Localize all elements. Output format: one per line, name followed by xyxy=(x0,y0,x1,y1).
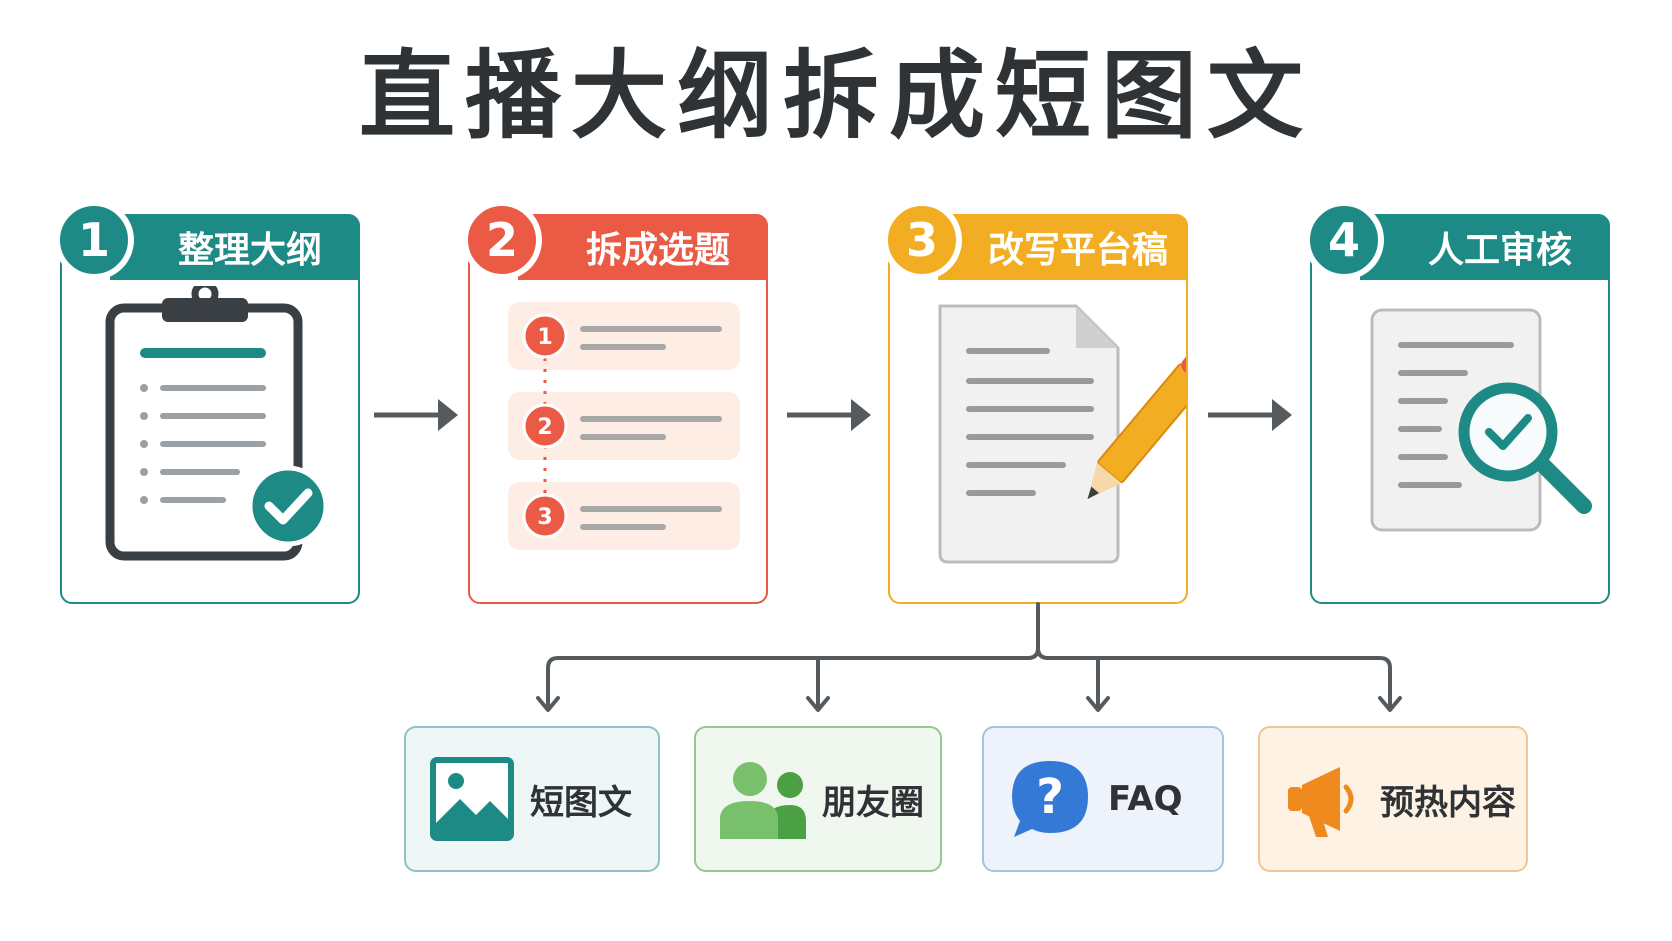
step-header-2: 拆成选题 xyxy=(518,214,768,280)
step-label-4: 人工审核 xyxy=(1427,230,1572,271)
output-label-warmup: 预热内容 xyxy=(1380,782,1516,823)
list-number-3: 3 xyxy=(537,505,552,530)
output-label-moments: 朋友圈 xyxy=(822,782,924,823)
step-number-badge-4: 4 xyxy=(1304,200,1384,280)
output-card-warmup: 预热内容 xyxy=(1258,726,1528,872)
output-label-faq: FAQ xyxy=(1108,779,1183,819)
output-label-short-post: 短图文 xyxy=(530,782,632,823)
step-number-2: 2 xyxy=(485,213,518,267)
step-label-2: 拆成选题 xyxy=(585,230,730,271)
step-card-2: 拆成选题 2 1 2 3 xyxy=(462,200,768,604)
branch-connector xyxy=(536,602,1402,712)
list-number-2: 2 xyxy=(537,415,552,440)
output-card-short-post: 短图文 xyxy=(404,726,660,872)
arrow-right-icon xyxy=(787,399,871,431)
step-number-badge-1: 1 xyxy=(54,200,134,280)
step-label-1: 整理大纲 xyxy=(177,230,322,271)
question-mark: ? xyxy=(1036,769,1064,825)
question-bubble-icon: ? xyxy=(1012,761,1088,837)
step-number-1: 1 xyxy=(77,213,110,267)
document-pencil-icon xyxy=(938,304,1186,564)
people-icon xyxy=(720,762,806,839)
megaphone-icon xyxy=(1288,767,1354,837)
page-title: 直播大纲拆成短图文 xyxy=(359,40,1313,152)
step-number-4: 4 xyxy=(1327,213,1360,267)
step-header-4: 人工审核 xyxy=(1360,214,1610,280)
image-icon xyxy=(430,757,514,841)
list-number-1: 1 xyxy=(537,325,552,350)
step-header-1: 整理大纲 xyxy=(110,214,360,280)
output-card-moments: 朋友圈 xyxy=(694,726,942,872)
step-label-3: 改写平台稿 xyxy=(987,230,1168,271)
step-card-1: 整理大纲 1 xyxy=(54,200,360,604)
step-card-4: 人工审核 4 xyxy=(1304,200,1610,604)
step-header-3: 改写平台稿 xyxy=(938,214,1188,280)
step-card-3: 改写平台稿 3 xyxy=(882,200,1188,604)
step-number-3: 3 xyxy=(905,213,938,267)
numbered-list-icon: 1 2 3 xyxy=(508,302,740,550)
step-number-badge-3: 3 xyxy=(882,200,962,280)
document-magnifier-check-icon xyxy=(1370,308,1592,532)
clipboard-check-icon xyxy=(105,286,329,561)
arrow-right-icon xyxy=(374,399,458,431)
output-card-faq: ? FAQ xyxy=(982,726,1224,872)
arrow-right-icon xyxy=(1208,399,1292,431)
step-number-badge-2: 2 xyxy=(462,200,542,280)
